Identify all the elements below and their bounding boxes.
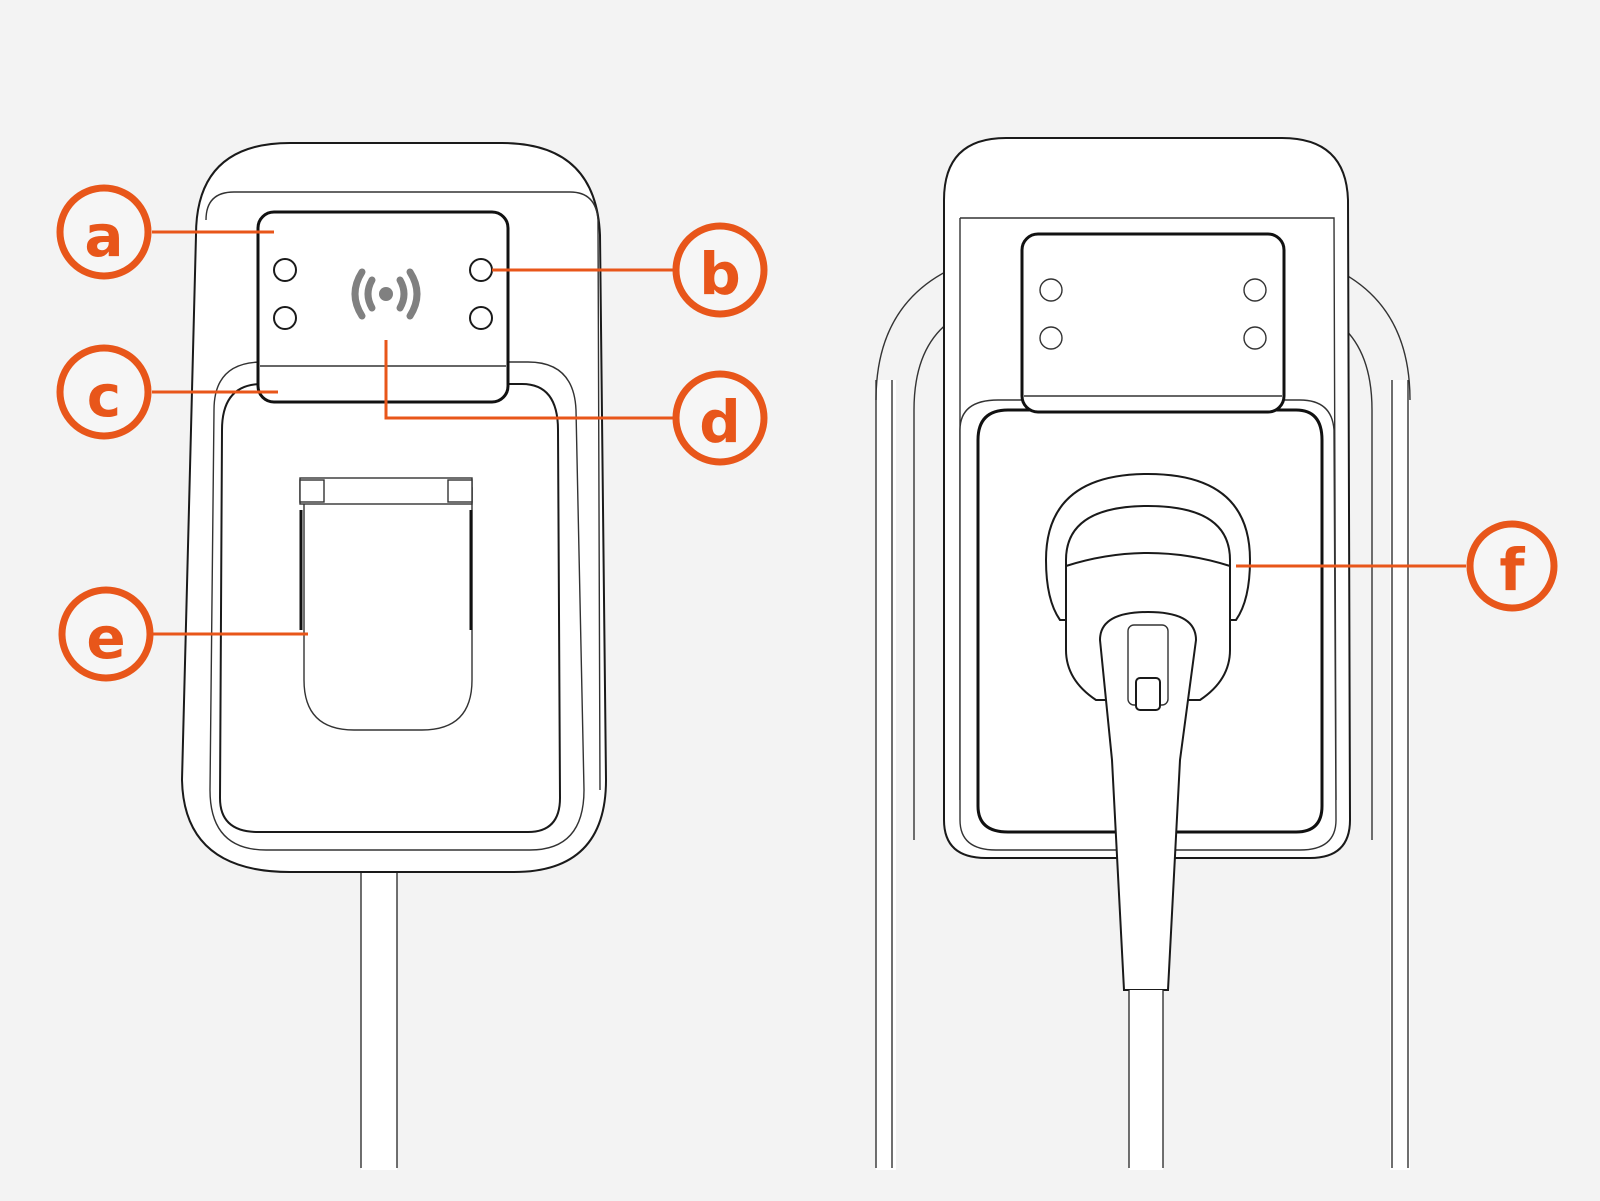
callout-label-e: e (86, 604, 125, 672)
charging-plug (1044, 472, 1252, 1170)
callout-a: a (56, 184, 274, 280)
nfc-icon (351, 268, 421, 320)
callout-label-f: f (1499, 536, 1525, 604)
callout-b: b (492, 222, 768, 318)
left-charger-unit (180, 142, 608, 1170)
callout-label-b: b (699, 240, 741, 308)
callout-d: d (384, 340, 768, 466)
right-charger-unit (875, 137, 1411, 1170)
callout-label-c: c (87, 362, 121, 430)
callout-label-a: a (84, 202, 123, 270)
callout-e: e (58, 586, 308, 682)
socket-cover (299, 477, 473, 731)
callout-label-d: d (699, 388, 741, 456)
callout-f: f (1236, 520, 1558, 612)
callout-c: c (56, 344, 278, 440)
